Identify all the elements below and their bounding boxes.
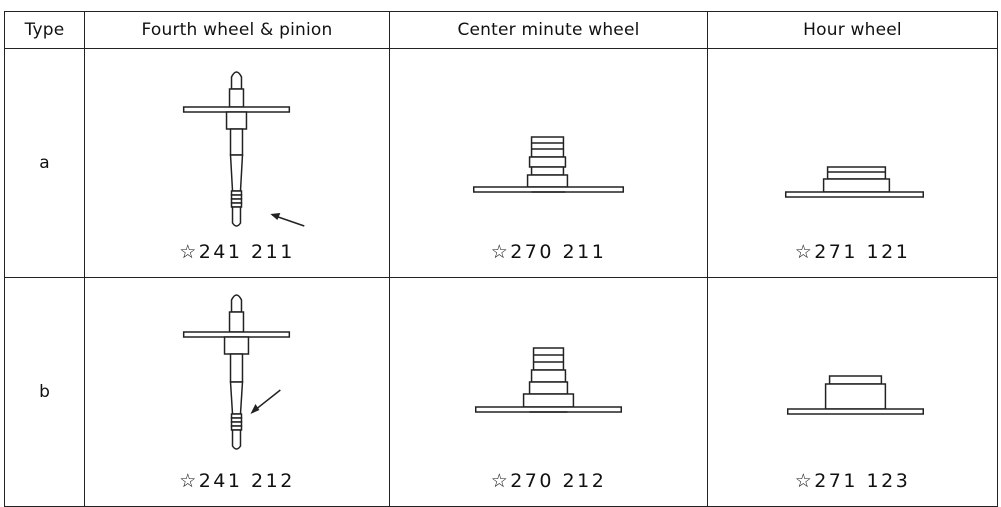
table-row: a bbox=[4, 48, 998, 278]
header-type: Type bbox=[4, 11, 85, 49]
part-number: ☆271 123 bbox=[794, 470, 911, 492]
center-minute-wheel-drawing bbox=[474, 347, 623, 413]
fourth-wheel-pinion-drawing bbox=[182, 294, 291, 450]
header-row: Type Fourth wheel & pinion Center minute… bbox=[4, 11, 998, 49]
parts-table: Type Fourth wheel & pinion Center minute… bbox=[4, 11, 998, 507]
header-fourth-wheel: Fourth wheel & pinion bbox=[84, 11, 390, 49]
type-label-a: a bbox=[4, 48, 85, 278]
hour-wheel-cell-b: ☆271 123 bbox=[707, 277, 998, 507]
hour-wheel-drawing bbox=[784, 166, 925, 198]
fourth-wheel-cell-a: ☆241 211 bbox=[84, 48, 390, 278]
part-number: ☆270 212 bbox=[490, 470, 607, 492]
center-minute-wheel-drawing bbox=[472, 136, 625, 193]
fourth-wheel-cell-b: ☆241 212 bbox=[84, 277, 390, 507]
fourth-wheel-pinion-drawing bbox=[182, 71, 305, 227]
hour-wheel-drawing bbox=[786, 375, 925, 415]
table-row: b bbox=[4, 277, 998, 507]
part-number: ☆241 212 bbox=[179, 470, 295, 492]
center-minute-wheel-cell-b: ☆270 212 bbox=[389, 277, 708, 507]
part-number: ☆271 121 bbox=[794, 241, 911, 263]
part-number: ☆270 211 bbox=[490, 241, 607, 263]
hour-wheel-cell-a: ☆271 121 bbox=[707, 48, 998, 278]
header-center-minute-wheel: Center minute wheel bbox=[389, 11, 708, 49]
part-number: ☆241 211 bbox=[179, 241, 295, 263]
type-label-b: b bbox=[4, 277, 85, 507]
header-hour-wheel: Hour wheel bbox=[707, 11, 998, 49]
center-minute-wheel-cell-a: ☆270 211 bbox=[389, 48, 708, 278]
